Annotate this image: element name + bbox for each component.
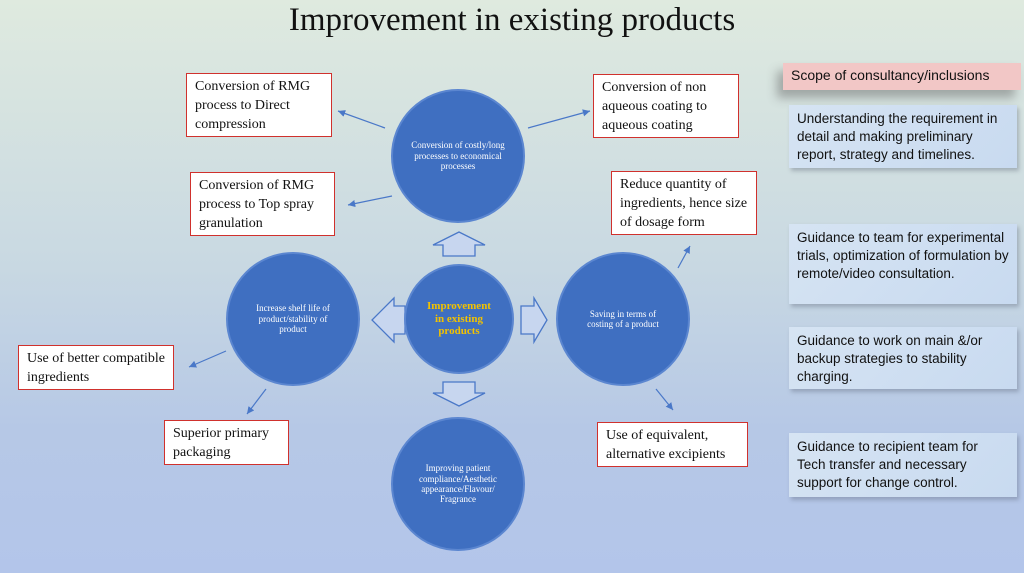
- box-rmg-direct-compression: Conversion of RMG process to Direct comp…: [186, 73, 332, 137]
- box-equivalent-excipients: Use of equivalent, alternative excipient…: [597, 422, 748, 467]
- box-primary-packaging-text: Superior primary packaging: [173, 426, 270, 460]
- scope-item-2: Guidance to team for experimental trials…: [789, 224, 1017, 304]
- box-reduce-quantity: Reduce quantity of ingredients, hence si…: [611, 171, 757, 235]
- circle-right-label: Saving in terms of costing of a product: [587, 308, 659, 329]
- scope-item-4-text: Guidance to recipient team for Tech tran…: [797, 439, 978, 491]
- circle-top-label: Conversion of costly/long processes to e…: [411, 140, 505, 172]
- arrow-to-rmg-topspray: [347, 195, 393, 208]
- circle-left-label: Increase shelf life of product/stability…: [256, 303, 330, 335]
- box-equivalent-excipients-text: Use of equivalent, alternative excipient…: [606, 428, 726, 462]
- scope-item-3-text: Guidance to work on main &/or backup str…: [797, 333, 983, 385]
- arrow-to-equivalent-excipients: [655, 388, 674, 411]
- circle-center-improvement: Improvement in existing products: [404, 264, 514, 374]
- box-rmg-top-spray: Conversion of RMG process to Top spray g…: [190, 172, 335, 236]
- box-rmg-topspray-text: Conversion of RMG process to Top spray g…: [199, 178, 315, 231]
- block-arrow-right: [520, 295, 548, 345]
- block-arrow-up: [432, 231, 486, 257]
- box-reduce-quantity-text: Reduce quantity of ingredients, hence si…: [620, 177, 748, 230]
- circle-left-shelf-life: Increase shelf life of product/stability…: [226, 252, 360, 386]
- scope-item-1: Understanding the requirement in detail …: [789, 105, 1017, 168]
- box-non-aqueous-text: Conversion of non aqueous coating to aqu…: [602, 80, 707, 133]
- arrow-to-primary-packaging: [246, 388, 267, 415]
- arrow-to-better-ingredients: [188, 350, 227, 368]
- scope-item-4: Guidance to recipient team for Tech tran…: [789, 433, 1017, 497]
- arrow-to-rmg-direct: [337, 110, 386, 129]
- scope-header: Scope of consultancy/inclusions: [783, 63, 1021, 90]
- scope-item-2-text: Guidance to team for experimental trials…: [797, 230, 1009, 282]
- box-better-ingredients-text: Use of better compatible ingredients: [27, 351, 166, 385]
- box-non-aqueous-coating: Conversion of non aqueous coating to aqu…: [593, 74, 739, 138]
- circle-right-saving: Saving in terms of costing of a product: [556, 252, 690, 386]
- circle-bottom-compliance: Improving patient compliance/Aesthetic a…: [391, 417, 525, 551]
- box-primary-packaging: Superior primary packaging: [164, 420, 289, 465]
- arrow-to-reduce-quantity: [677, 245, 691, 269]
- box-better-ingredients: Use of better compatible ingredients: [18, 345, 174, 390]
- circle-center-label: Improvement in existing products: [427, 300, 491, 338]
- block-arrow-left: [371, 296, 406, 344]
- circle-bottom-label: Improving patient compliance/Aesthetic a…: [419, 463, 497, 505]
- circle-top-processes: Conversion of costly/long processes to e…: [391, 89, 525, 223]
- box-rmg-direct-text: Conversion of RMG process to Direct comp…: [195, 79, 311, 132]
- block-arrow-down: [432, 381, 486, 407]
- scope-item-3: Guidance to work on main &/or backup str…: [789, 327, 1017, 389]
- slide-title: Improvement in existing products: [288, 2, 736, 38]
- arrow-to-non-aqueous: [527, 109, 591, 129]
- scope-item-1-text: Understanding the requirement in detail …: [797, 111, 998, 163]
